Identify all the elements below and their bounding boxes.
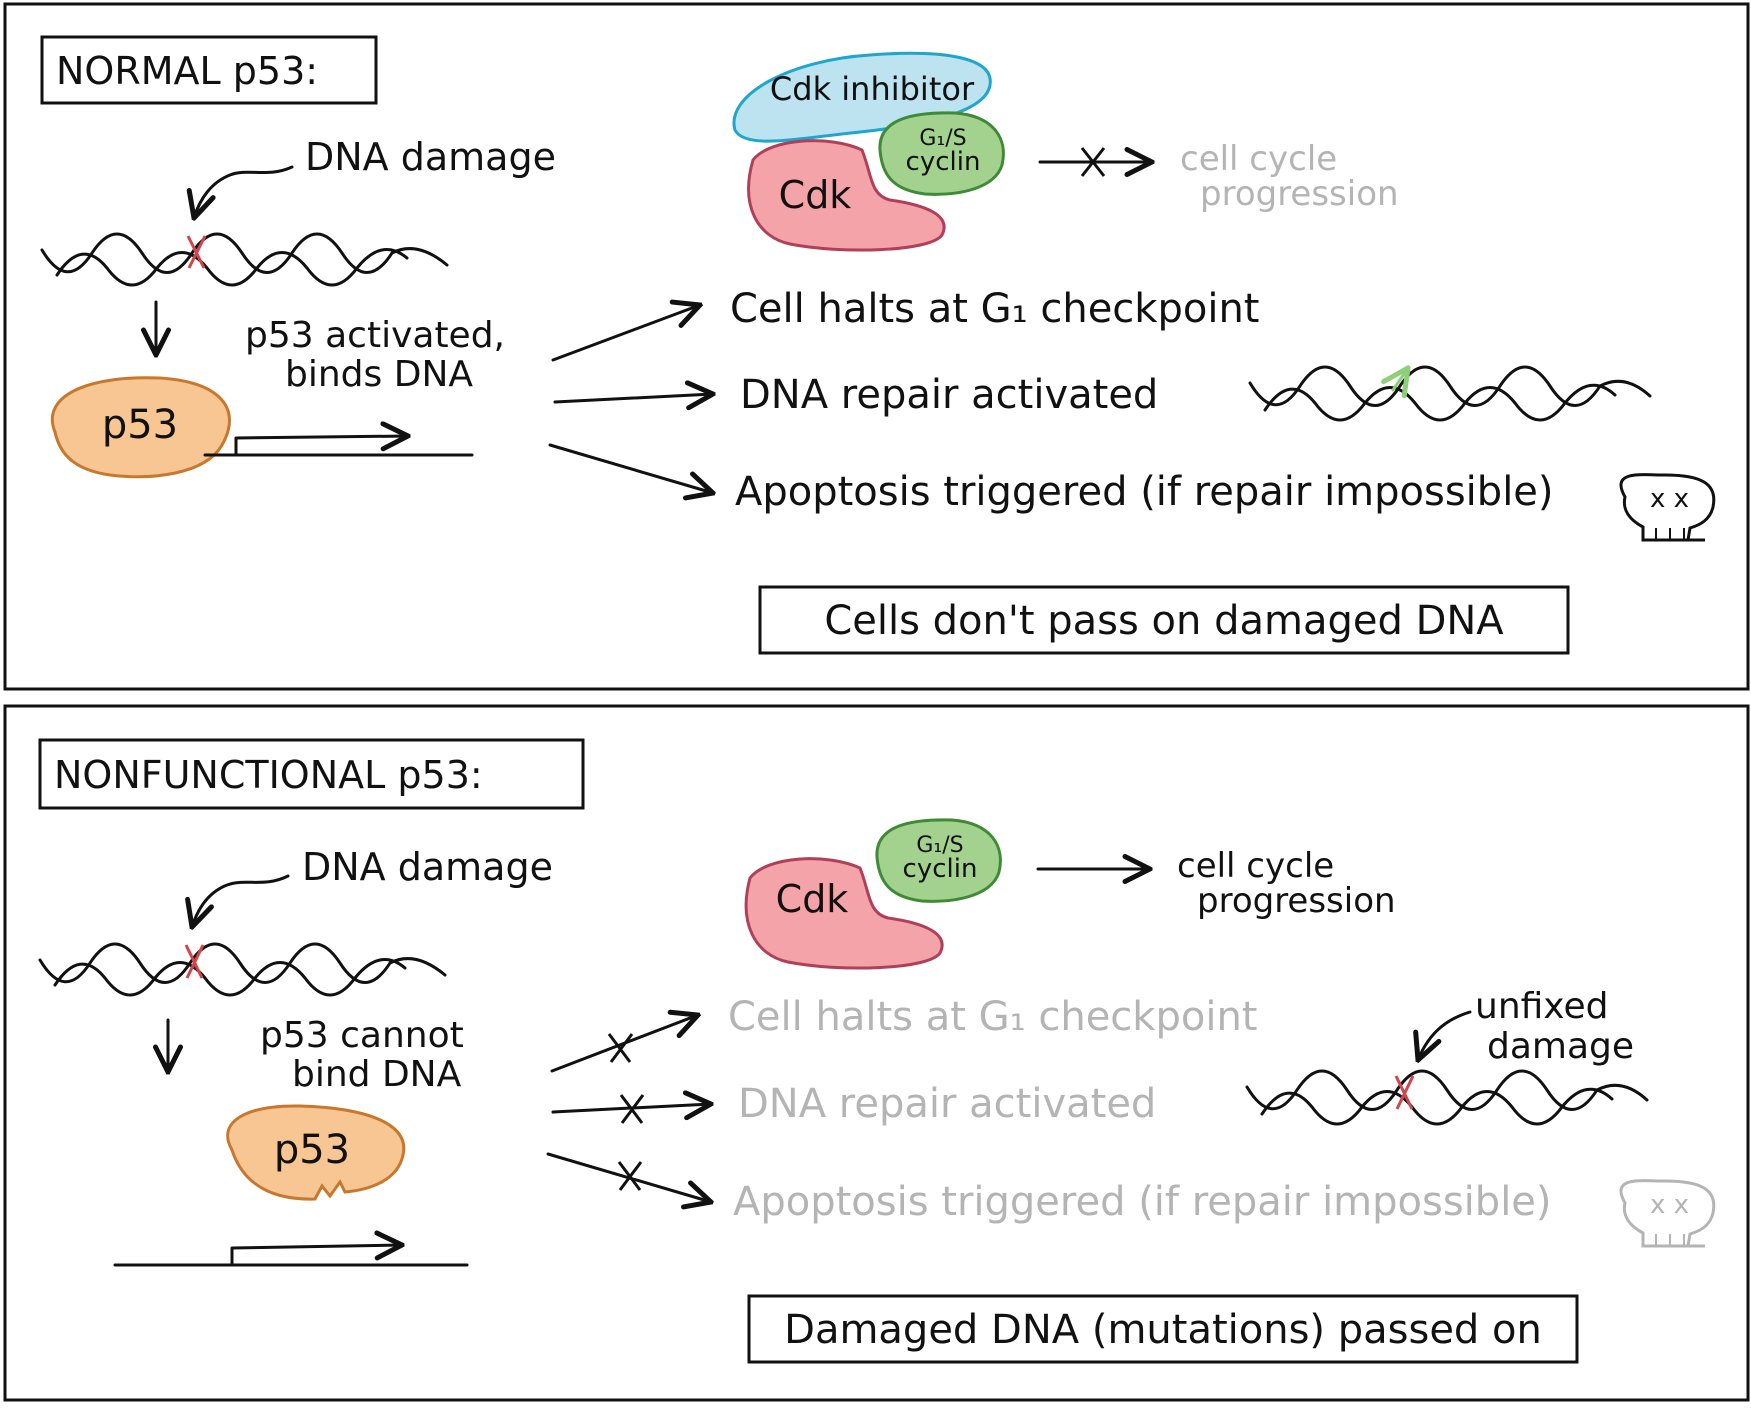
- nonfunctional-cdk-label: Cdk: [776, 877, 849, 921]
- svg-text:x x: x x: [1650, 1190, 1689, 1220]
- normal-outcome-repair: DNA repair activated: [740, 372, 1158, 418]
- normal-damage-arrow: [194, 165, 294, 218]
- nonfunctional-p53-label: p53: [274, 1127, 350, 1173]
- nonfunctional-dna-damage-label: DNA damage: [302, 845, 553, 889]
- normal-title: NORMAL p53:: [56, 49, 318, 93]
- normal-outcome-halt: Cell halts at G₁ checkpoint: [730, 286, 1259, 332]
- nonfunctional-summary-box: [747, 1294, 1579, 1364]
- normal-skull-icon: x x: [1619, 473, 1716, 542]
- normal-dna-damage-label: DNA damage: [305, 135, 556, 179]
- nonfunctional-outcome-repair: DNA repair activated: [738, 1081, 1156, 1127]
- nonfunctional-skull-icon: x x: [1619, 1179, 1716, 1248]
- normal-cdk-label: Cdk: [779, 173, 852, 217]
- normal-p53-label: p53: [102, 402, 178, 448]
- nonfunctional-summary: Damaged DNA (mutations) passed on: [784, 1307, 1542, 1353]
- cdk-inhibitor-label: Cdk inhibitor: [770, 70, 975, 108]
- nonfunctional-panel: NONFUNCTIONAL p53: DNA damage p53 cannot…: [3, 704, 1750, 1402]
- normal-p53-activated-line2: binds DNA: [285, 354, 473, 395]
- normal-repaired-dna: [1248, 367, 1652, 422]
- nonfunctional-cell-cycle-line2: progression: [1197, 881, 1396, 921]
- nonfunctional-cdk-shape: [744, 857, 944, 970]
- nonfunctional-outcome-apoptosis: Apoptosis triggered (if repair impossibl…: [733, 1179, 1552, 1225]
- normal-panel-border: [3, 2, 1750, 691]
- nonfunctional-title-box: [38, 738, 585, 810]
- normal-cell-cycle-line2: progression: [1200, 174, 1399, 214]
- normal-damage-mark: [186, 235, 207, 269]
- normal-summary: Cells don't pass on damaged DNA: [824, 598, 1504, 644]
- normal-outcome-apoptosis: Apoptosis triggered (if repair impossibl…: [735, 469, 1554, 515]
- unfixed-line2: damage: [1487, 1026, 1634, 1067]
- normal-dna-helix: [40, 232, 449, 287]
- nonfunctional-cell-cycle-line1: cell cycle: [1177, 846, 1334, 886]
- normal-panel: NORMAL p53: DNA damage p53 p53 activated…: [3, 2, 1750, 691]
- normal-block-x: [1080, 147, 1106, 177]
- nonfunctional-damage-mark: [184, 944, 205, 979]
- nonfunctional-panel-border: [3, 704, 1750, 1402]
- nonfunctional-promoter-arrow: [230, 1245, 402, 1267]
- nonfunctional-cyclin-shape: [875, 818, 1002, 903]
- nonfunctional-dna-helix: [38, 942, 447, 997]
- unfixed-arrow: [1418, 1010, 1472, 1060]
- nonfunctional-damaged-dna: [1245, 1069, 1649, 1126]
- nonfunctional-block-marks: [607, 1033, 645, 1191]
- nonfunctional-p53-cannot-line2: bind DNA: [292, 1054, 462, 1095]
- nonfunctional-outcome-halt: Cell halts at G₁ checkpoint: [728, 994, 1257, 1040]
- nonfunctional-cyclin-line1: G₁/S: [916, 833, 963, 858]
- normal-promoter-arrow: [234, 436, 408, 457]
- normal-cyclin-line2: cyclin: [906, 147, 981, 177]
- normal-summary-box: [758, 585, 1570, 655]
- normal-arrow-apoptosis: [548, 443, 713, 493]
- normal-arrow-halt: [551, 305, 700, 362]
- normal-arrow-repair: [553, 394, 713, 402]
- unfixed-line1: unfixed: [1475, 986, 1609, 1027]
- normal-p53-activated-line1: p53 activated,: [245, 315, 505, 356]
- normal-cyclin-shape: [878, 111, 1005, 196]
- nonfunctional-damage-arrow: [192, 874, 290, 927]
- nonfunctional-p53-cannot-line1: p53 cannot: [260, 1015, 464, 1056]
- normal-cdk-shape: [747, 139, 946, 252]
- normal-cell-cycle-line1: cell cycle: [1180, 139, 1337, 179]
- normal-title-box: [40, 35, 378, 105]
- normal-cyclin-line1: G₁/S: [919, 126, 966, 151]
- svg-text:x x: x x: [1650, 484, 1689, 514]
- repair-arrow-icon: [1393, 368, 1408, 390]
- nonfunctional-p53-protein: [226, 1104, 406, 1201]
- unfixed-damage-mark: [1394, 1075, 1415, 1110]
- nonfunctional-title: NONFUNCTIONAL p53:: [54, 753, 483, 797]
- nonfunctional-cyclin-line2: cyclin: [903, 854, 978, 884]
- normal-p53-protein: [51, 376, 231, 479]
